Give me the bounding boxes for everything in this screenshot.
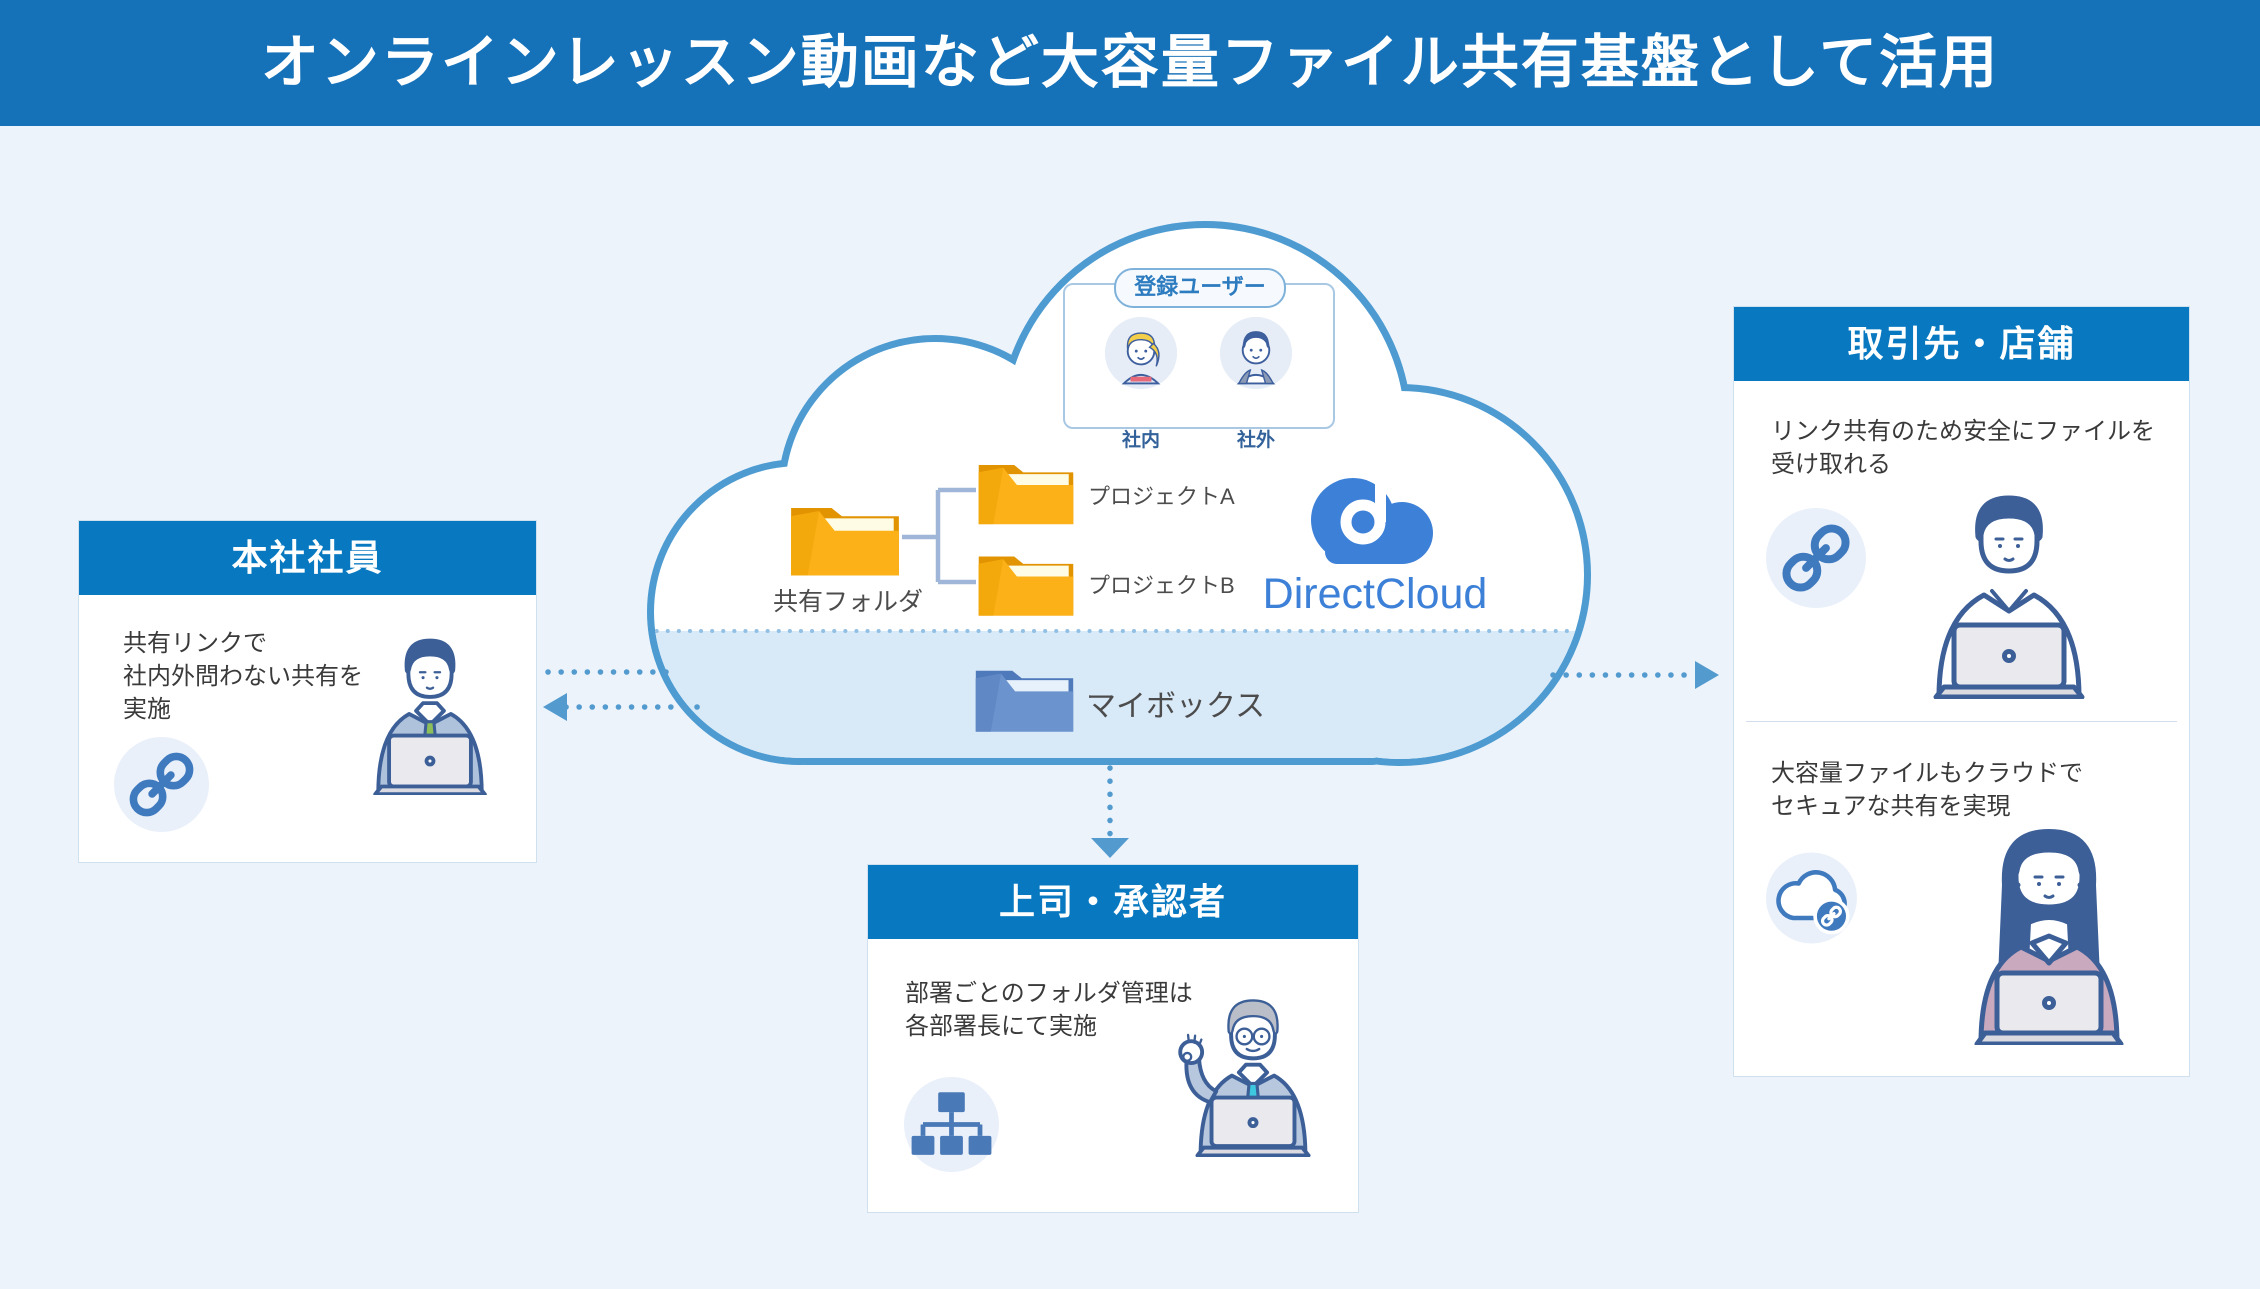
cloud-link-icon	[1766, 852, 1857, 944]
man-suit-laptop-illustration	[373, 638, 487, 795]
mybox-label: マイボックス	[1086, 690, 1266, 723]
registered-users-panel: 登録ユーザー 社内	[1063, 268, 1335, 451]
partner-store-box: 取引先・店舗 リンク共有のため安全にファイルを 受け取れる	[1733, 306, 2190, 1077]
external-user-label: 社外	[1236, 430, 1275, 451]
project-b-label: プロジェクトB	[1088, 573, 1235, 598]
arrowhead-down	[1091, 838, 1129, 858]
shared-folder-icon	[791, 507, 899, 576]
link-icon	[1766, 508, 1866, 608]
man-shirt-laptop-illustration	[1933, 495, 2085, 699]
arrowhead-right	[1695, 661, 1719, 689]
folder-tree-connector	[902, 487, 976, 585]
page-title: オンラインレッスン動画など大容量ファイル共有基盤として活用	[0, 0, 2260, 126]
partner-store-header: 取引先・店舗	[1734, 307, 2189, 381]
partner-section1-text: リンク共有のため安全にファイルを 受け取れる	[1771, 418, 2155, 478]
external-user-avatar: 社外	[1218, 315, 1294, 451]
internal-user-label: 社内	[1121, 430, 1160, 451]
project-b-folder-icon	[978, 556, 1074, 616]
approver-header: 上司・承認者	[868, 865, 1358, 939]
cloud-mybox-zone	[654, 631, 1584, 759]
directcloud-wordmark: DirectCloud	[1262, 570, 1488, 618]
shared-folder-label: 共有フォルダ	[772, 588, 923, 616]
approver-text: 部署ごとのフォルダ管理は 各部署長にて実施	[905, 980, 1193, 1040]
link-icon	[114, 737, 209, 832]
arrow-heads	[543, 661, 1719, 858]
male-avatar-icon	[1219, 316, 1293, 390]
partner-section2-text: 大容量ファイルもクラウドで セキュアな共有を実現	[1771, 760, 2083, 820]
project-a-label: プロジェクトA	[1088, 484, 1235, 509]
woman-laptop-illustration	[1974, 829, 2124, 1045]
internal-user-avatar: 社内	[1103, 315, 1179, 451]
registered-users-badge: 登録ユーザー	[1114, 268, 1286, 308]
org-chart-icon	[904, 1077, 999, 1172]
mybox-folder-icon	[975, 670, 1074, 732]
head-office-box: 本社社員 共有リンクで 社内外問わない共有を 実施	[78, 520, 537, 863]
approver-box: 上司・承認者 部署ごとのフォルダ管理は 各部署長にて実施	[867, 864, 1359, 1213]
arrowhead-left	[543, 693, 567, 721]
head-office-header: 本社社員	[79, 521, 536, 595]
female-avatar-icon	[1104, 316, 1178, 390]
section-divider	[1746, 721, 2177, 722]
manager-ok-laptop-illustration	[1178, 999, 1311, 1157]
directcloud-cloud-icon	[1311, 464, 1433, 564]
connection-arrows	[545, 669, 1697, 839]
project-a-folder-icon	[978, 465, 1074, 525]
head-office-text: 共有リンクで 社内外問わない共有を 実施	[123, 630, 363, 723]
